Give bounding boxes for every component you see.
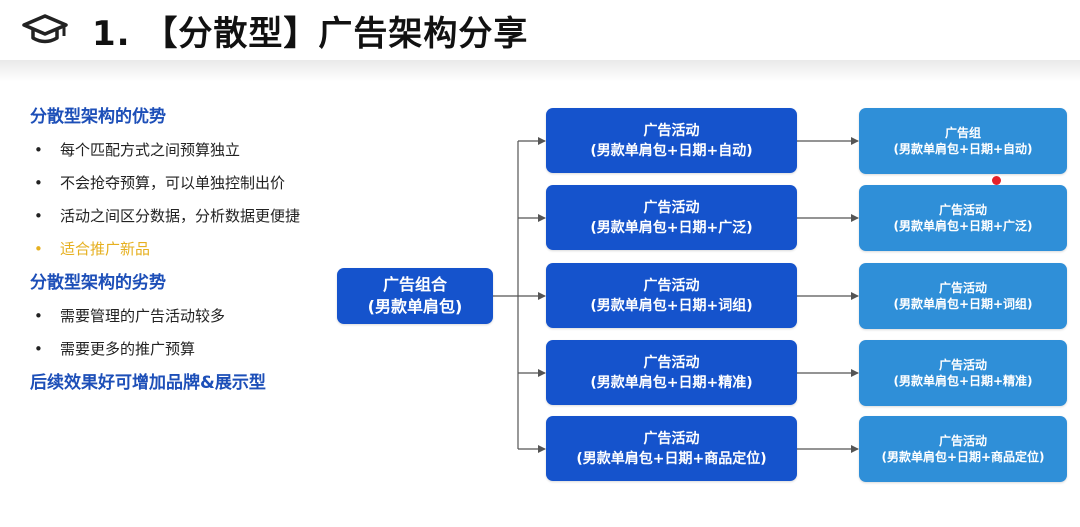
box-label: 广告活动 [938, 358, 987, 372]
graduation-cap-icon [22, 14, 68, 44]
box-label: 广告活动 [938, 434, 987, 448]
list-item: 活动之间区分数据，分析数据更便捷 [30, 200, 330, 233]
left-panel: 分散型架构的优势 每个匹配方式之间预算独立 不会抢夺预算，可以单独控制出价 活动… [30, 100, 330, 400]
box-sublabel: (男款单肩包+日期+词组) [893, 297, 1033, 311]
ad-group-box-product-targeting: 广告活动 (男款单肩包+日期+商品定位) [859, 416, 1067, 482]
box-sublabel: (男款单肩包+日期+精准) [893, 374, 1033, 388]
box-label: 广告组合 [382, 275, 447, 294]
box-label: 广告活动 [938, 203, 987, 217]
advantages-heading: 分散型架构的优势 [30, 107, 166, 127]
box-label: 广告活动 [643, 277, 700, 294]
box-sublabel: (男款单肩包+日期+精准) [590, 374, 753, 391]
box-label: 广告活动 [643, 430, 700, 447]
ad-group-box-exact: 广告活动 (男款单肩包+日期+精准) [859, 340, 1067, 406]
campaign-box-broad: 广告活动 (男款单肩包+日期+广泛) [546, 185, 797, 250]
campaign-box-exact: 广告活动 (男款单肩包+日期+精准) [546, 340, 797, 405]
ad-portfolio-box: 广告组合 (男款单肩包) [337, 268, 493, 324]
box-label: 广告活动 [643, 199, 700, 216]
title-bar: 1. 【分散型】广告架构分享 [0, 0, 1080, 60]
list-item-highlight: 适合推广新品 [30, 233, 330, 266]
ad-group-box-auto: 广告组 (男款单肩包+日期+自动) [859, 108, 1067, 174]
box-label: 广告组 [944, 126, 981, 140]
box-sublabel: (男款单肩包) [367, 297, 463, 316]
disadvantages-list: 需要管理的广告活动较多 需要更多的推广预算 [30, 300, 330, 366]
list-item: 不会抢夺预算，可以单独控制出价 [30, 167, 330, 200]
list-item: 每个匹配方式之间预算独立 [30, 134, 330, 167]
box-sublabel: (男款单肩包+日期+商品定位) [881, 450, 1045, 464]
disadvantages-heading: 分散型架构的劣势 [30, 273, 166, 293]
page-title: 1. 【分散型】广告架构分享 [92, 14, 529, 54]
box-label: 广告活动 [938, 281, 987, 295]
box-sublabel: (男款单肩包+日期+商品定位) [576, 450, 767, 467]
pointer-marker [992, 176, 1001, 185]
box-sublabel: (男款单肩包+日期+广泛) [590, 219, 753, 236]
footer-note: 后续效果好可增加品牌&展示型 [30, 373, 266, 393]
list-item: 需要更多的推广预算 [30, 333, 330, 366]
campaign-box-product-targeting: 广告活动 (男款单肩包+日期+商品定位) [546, 416, 797, 481]
box-sublabel: (男款单肩包+日期+广泛) [893, 219, 1033, 233]
box-sublabel: (男款单肩包+日期+自动) [590, 142, 753, 159]
box-sublabel: (男款单肩包+日期+自动) [893, 142, 1033, 156]
box-sublabel: (男款单肩包+日期+词组) [590, 297, 753, 314]
list-item: 需要管理的广告活动较多 [30, 300, 330, 333]
campaign-box-phrase: 广告活动 (男款单肩包+日期+词组) [546, 263, 797, 328]
ad-group-box-phrase: 广告活动 (男款单肩包+日期+词组) [859, 263, 1067, 329]
header-divider [0, 60, 1080, 82]
box-label: 广告活动 [643, 354, 700, 371]
advantages-list: 每个匹配方式之间预算独立 不会抢夺预算，可以单独控制出价 活动之间区分数据，分析… [30, 134, 330, 266]
box-label: 广告活动 [643, 122, 700, 139]
ad-group-box-broad: 广告活动 (男款单肩包+日期+广泛) [859, 185, 1067, 251]
campaign-box-auto: 广告活动 (男款单肩包+日期+自动) [546, 108, 797, 173]
